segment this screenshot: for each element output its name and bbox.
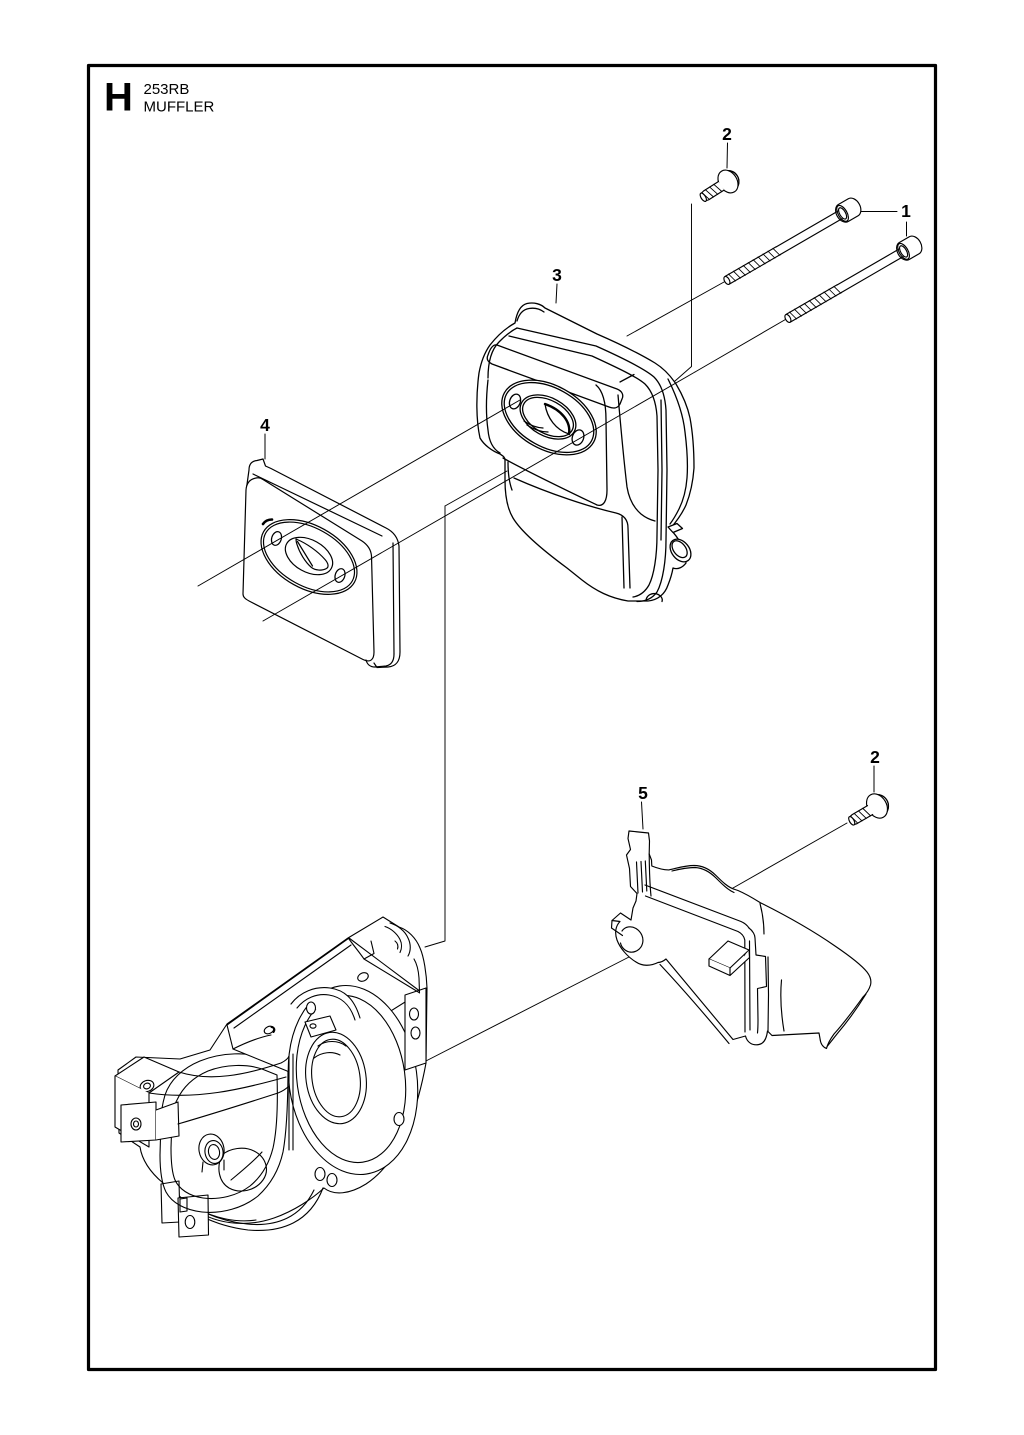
svg-text:253RB: 253RB xyxy=(144,81,190,98)
svg-text:MUFFLER: MUFFLER xyxy=(144,99,215,116)
svg-text:2: 2 xyxy=(870,747,880,767)
svg-text:1: 1 xyxy=(901,201,911,221)
svg-text:2: 2 xyxy=(722,124,732,144)
svg-text:5: 5 xyxy=(638,783,648,803)
svg-text:4: 4 xyxy=(260,415,270,435)
svg-text:H: H xyxy=(104,76,133,120)
svg-text:3: 3 xyxy=(552,265,562,285)
